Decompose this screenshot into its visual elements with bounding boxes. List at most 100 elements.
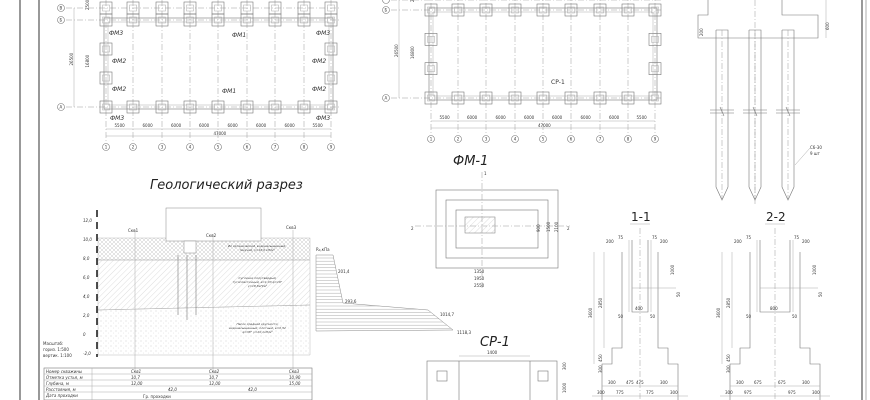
axis-label-col: 7 [274,145,277,150]
dim-depth: 1000 [812,264,817,275]
span-dim: 6000 [609,115,620,120]
axis-bubble [539,135,547,143]
column-outline [271,16,279,24]
label-fm2: ФМ2 [112,58,126,65]
label-fm2: ФМ2 [112,86,126,93]
foundation-pad [126,100,140,114]
fm1-plan: 1 2 2 1350 1950 2550 900 1500 2100 [411,171,570,290]
column-outline [186,103,194,111]
foundation-pad [324,100,338,114]
table-cell-mark: 10,90 [289,375,301,380]
column-outline [300,4,308,12]
foundation-pad [155,1,169,15]
column-outline [624,94,632,102]
axis-label-row: В [60,6,63,11]
axis-label-col: 1 [105,145,108,150]
break-mark [776,106,800,117]
scale-horizontal: гориз. 1:500 [43,347,69,352]
foundation-pad [211,1,225,15]
span-dim: 6000 [581,115,592,120]
axis-label-row: Б [60,18,63,23]
foundation-pad [593,3,607,17]
vertical-dim: 2500 [410,0,415,2]
span-dim: 6000 [496,115,507,120]
axis-bubble [158,143,166,151]
column-outline [300,103,308,111]
foundation-pad [297,1,311,15]
socket-outline [759,240,791,313]
axis-bubble [57,16,65,24]
axis-bubble [511,135,519,143]
dim-mid: 50 [676,291,681,297]
column-outline [511,6,519,14]
fm1-title: ФМ-1 [453,154,488,169]
column-outline [158,4,166,12]
break-mark [743,106,767,117]
column-outline [102,4,110,12]
scale-label: Масштаб: [43,341,63,346]
axis-bubble [327,143,335,151]
column-outline [243,4,251,12]
dim-bottom: 300 [802,380,810,385]
cut-2-mark: 2 [411,226,414,231]
foundation-pad [479,3,493,17]
column-outline [214,4,222,12]
dim-top: 200 [734,239,742,244]
axis-label-col: 8 [627,137,630,142]
table-header: Дата проходки [45,393,78,398]
dim-bottom: 300 [597,390,605,395]
axis-label-col: 2 [457,137,460,142]
column-outline [271,4,279,12]
axis-bubble [57,4,65,12]
break-mark [710,106,734,117]
column-outline [158,16,166,24]
span-dim: 6000 [228,123,239,128]
span-dim: 6000 [256,123,267,128]
sr1-dim: 300 [562,362,567,370]
dim-bottom: 300 [608,380,616,385]
table-cell-number: Скв1 [131,369,141,374]
column-outline [651,6,659,14]
foundation-pad [451,3,465,17]
column-outline [243,16,251,24]
axis-label-row: А [60,105,63,110]
column-outline [567,6,575,14]
foundation-pad [324,42,338,56]
dim-bottom: 675 [754,380,762,385]
column-outline [539,6,547,14]
column-outline [427,6,435,14]
axis-bubble [102,143,110,151]
table-header: Расстояния, м [46,387,76,392]
column-outline [214,16,222,24]
scale-vertical: вертик. 1:100 [43,353,72,358]
axis-bubble [382,6,390,14]
label-fm3: ФМ3 [110,115,124,122]
fm1-dim: 1350 [474,269,485,274]
foundation-beam [432,11,654,97]
axis-bubble [243,143,251,151]
column-outline [327,4,335,12]
foundation-pad [268,100,282,114]
dim-mid: 50 [792,314,798,319]
foundation-pad [183,1,197,15]
axis-bubble [214,143,222,151]
dim-bottom: 300 [660,380,668,385]
vertical-dim: 26500 [394,44,399,57]
column-outline [596,94,604,102]
dim-left: 3600 [716,307,721,318]
column-outline [129,4,137,12]
column-outline [596,6,604,14]
sr1-dim: 1400 [487,350,498,355]
section-outline [657,252,679,400]
column-outline [327,74,335,82]
label-fm2: ФМ2 [312,86,326,93]
label-fm1-top: ФМ1 [232,32,246,39]
borehole-3: Скв3 [286,225,297,230]
section-outline [601,252,623,400]
column-outline [651,94,659,102]
column-outline [624,6,632,14]
column-outline [427,65,435,72]
foundation-pad [564,3,578,17]
dim-top: 200 [606,239,614,244]
